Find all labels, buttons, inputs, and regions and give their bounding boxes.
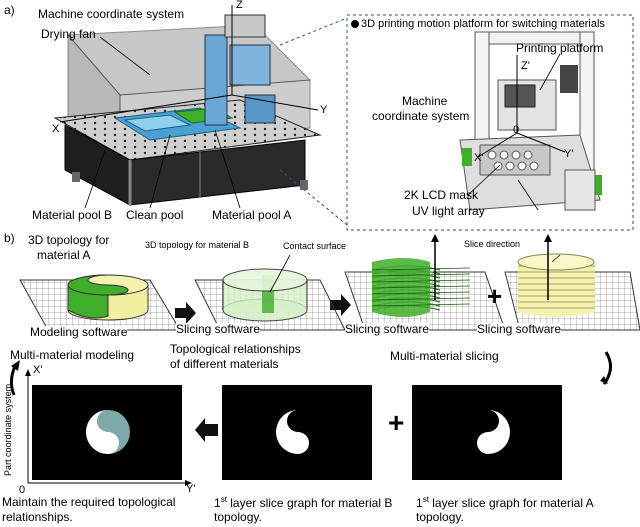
inset-box: [346, 14, 634, 231]
caption-3-line-2: topology.: [416, 510, 464, 524]
modeling-software-label: Modeling software: [30, 325, 128, 340]
caption-1-line-2: relationships.: [2, 510, 73, 524]
caption-3-line-1: 1st layer slice graph for material A: [416, 495, 594, 510]
slicing-software-label-1: Slicing software: [176, 322, 261, 337]
topo-a-label-2: material A: [37, 248, 91, 262]
plus-sign-top: +: [487, 281, 502, 311]
part-origin-label: 0: [19, 484, 26, 496]
drying-fan-label: Drying fan: [41, 27, 96, 41]
slice-direction-label: Slice direction: [464, 239, 521, 249]
machine-coord-label: Machine coordinate system: [38, 7, 185, 21]
topo-rel-label-2: of different materials: [170, 357, 279, 371]
axis-z-label: Z: [236, 0, 243, 11]
caption-2-line-1: 1st layer slice graph for material B: [214, 495, 393, 510]
inset-origin: 0: [513, 124, 520, 136]
yin-yang-slice-b: [276, 410, 309, 454]
flow-arrows-top: [175, 294, 351, 324]
multi-material-modeling-label: Multi-material modeling: [10, 348, 135, 362]
part-axis-y-label: Y': [186, 483, 196, 495]
inset-axis-y: Y': [564, 148, 574, 160]
material-pool-a-label: Material pool A: [212, 208, 292, 222]
slicing-plate-3: [504, 234, 640, 331]
slicing-plate-2: [344, 234, 506, 331]
lcd-mask-label: 2K LCD mask: [404, 188, 479, 202]
panel-a-label: a): [4, 3, 15, 17]
inset-axis-x: X': [474, 152, 484, 164]
slicing-software-label-3: Slicing software: [477, 322, 562, 337]
clean-pool-label: Clean pool: [126, 208, 184, 222]
machine-illustration: [53, 5, 322, 209]
flow-arrow-bottom: [195, 418, 218, 442]
inset-machine-label-1: Machine: [402, 94, 448, 108]
slicing-software-label-2: Slicing software: [345, 322, 430, 337]
axis-x-label: X: [52, 123, 60, 135]
slicing-plate-1: [194, 254, 346, 331]
multi-material-slicing-label: Multi-material slicing: [390, 349, 499, 363]
inset-machine-label-2: coordinate system: [372, 109, 470, 123]
contact-surface-label: Contact surface: [283, 241, 347, 251]
yin-yang-slice-a: [477, 410, 510, 454]
topo-b-label: 3D topology for material B: [145, 240, 250, 250]
panel-b-label: b): [4, 231, 15, 245]
caption-2-line-2: topology.: [214, 510, 262, 524]
printing-platform-label: Printing platform: [516, 41, 604, 55]
topo-rel-label-1: Topological relationships: [170, 342, 301, 356]
uv-array-label: UV light array: [412, 204, 485, 218]
part-coord-label: Part coordinate system: [3, 383, 14, 476]
modeling-plate: [19, 274, 181, 331]
topo-a-label-1: 3D topology for: [28, 233, 110, 247]
material-pool-b-label: Material pool B: [32, 208, 113, 222]
plus-sign-bottom: +: [388, 407, 405, 438]
axis-y-label: Y: [320, 104, 328, 116]
part-axis-x-label: X': [33, 364, 43, 376]
caption-1-line-1: Maintain the required topological: [2, 495, 176, 509]
inset-title: 3D printing motion platform for switchin…: [361, 18, 605, 30]
inset-axis-z: Z': [521, 60, 530, 72]
yin-yang-combined: [86, 410, 130, 454]
zoom-lines: [279, 17, 348, 226]
